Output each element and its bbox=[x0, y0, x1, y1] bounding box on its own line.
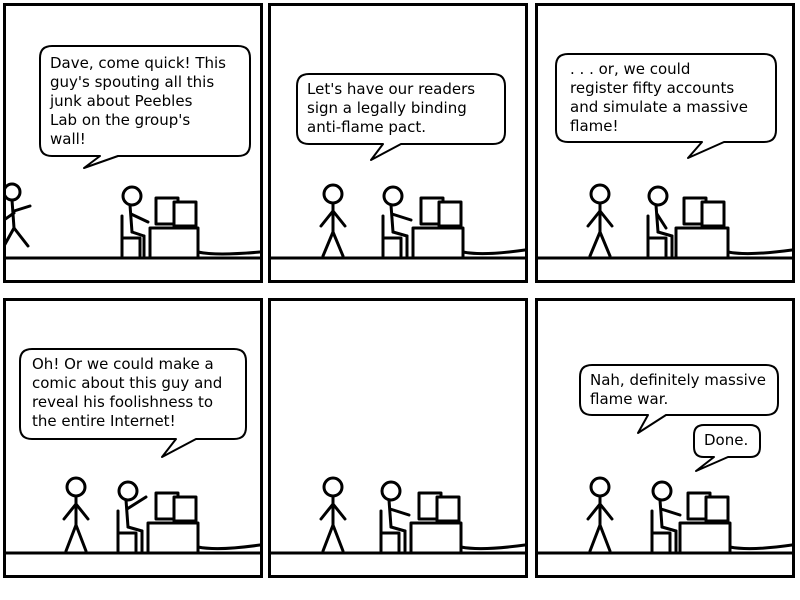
speech-bubble-5 bbox=[579, 364, 779, 434]
standing-stick-figure bbox=[62, 476, 90, 553]
desk-computer bbox=[674, 196, 792, 260]
speech-text-4: Oh! Or we could make a comic about this … bbox=[32, 355, 223, 430]
standing-stick-figure bbox=[586, 183, 614, 258]
panel-2-drawing bbox=[271, 73, 525, 260]
comic-panel-3: . . . or, we could register fifty accoun… bbox=[535, 3, 795, 283]
standing-stick-figure bbox=[586, 476, 614, 553]
speech-text-5: Nah, definitely massive flame war. bbox=[590, 371, 766, 408]
desk-computer bbox=[411, 196, 525, 260]
running-stick-figure bbox=[6, 182, 32, 248]
comic-panel-5 bbox=[268, 298, 528, 578]
speech-text-1: Dave, come quick! This guy's spouting al… bbox=[50, 54, 226, 148]
comic-panel-4: Oh! Or we could make a comic about this … bbox=[3, 298, 263, 578]
speech-bubble-6 bbox=[693, 424, 761, 472]
speech-text-3: . . . or, we could register fifty accoun… bbox=[570, 60, 748, 135]
seated-stick-figure-dave bbox=[650, 480, 682, 553]
desk-computer bbox=[678, 491, 792, 555]
standing-stick-figure bbox=[319, 183, 347, 258]
speech-bubble-2 bbox=[296, 73, 506, 161]
speech-text-2: Let's have our readers sign a legally bi… bbox=[307, 80, 476, 136]
standing-stick-figure bbox=[319, 476, 347, 553]
speech-text-6: Done. bbox=[704, 431, 749, 449]
seated-stick-figure-dave bbox=[381, 185, 413, 258]
comic-panel-2: Let's have our readers sign a legally bi… bbox=[268, 3, 528, 283]
speech-bubble-4 bbox=[19, 348, 247, 458]
panel-1-drawing bbox=[6, 45, 260, 280]
panel-6-drawing bbox=[538, 364, 792, 555]
desk-computer bbox=[409, 491, 525, 555]
speech-bubble-1 bbox=[39, 45, 251, 169]
comic-panel-6: Nah, definitely massive flame war. Done. bbox=[535, 298, 795, 578]
panel-5-drawing bbox=[271, 476, 525, 555]
desk-computer bbox=[148, 196, 260, 260]
seated-stick-figure-dave bbox=[116, 480, 148, 553]
panel-3-drawing bbox=[538, 53, 792, 260]
seated-stick-figure-dave bbox=[646, 185, 674, 258]
seated-stick-figure-dave bbox=[120, 185, 150, 258]
desk-computer bbox=[146, 491, 260, 555]
seated-stick-figure-dave bbox=[379, 480, 411, 553]
speech-bubble-3 bbox=[555, 53, 777, 159]
comic-panel-1: Dave, come quick! This guy's spouting al… bbox=[3, 3, 263, 283]
panel-4-drawing bbox=[6, 348, 260, 555]
